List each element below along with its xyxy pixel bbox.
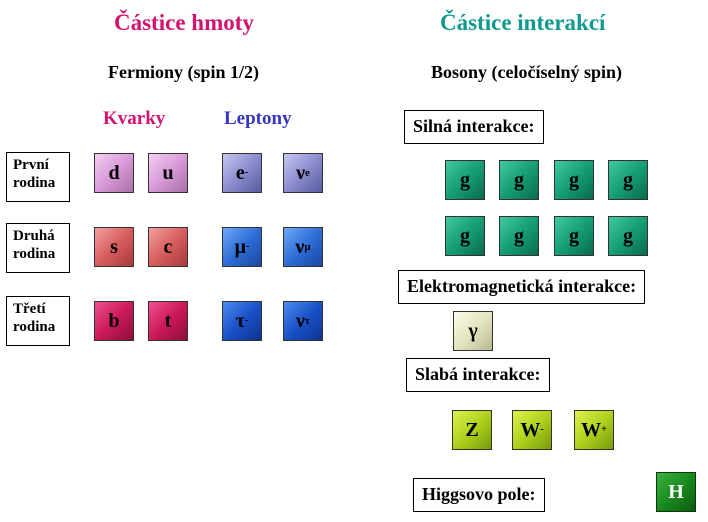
muon-tile: μ- [222, 227, 262, 267]
charm-quark-tile: c [148, 227, 188, 267]
down-quark-tile: d [94, 153, 134, 193]
gluon-tile: g [445, 160, 485, 200]
higgs-field-label: Higgsovo pole: [413, 478, 545, 512]
bottom-quark-tile: b [94, 301, 134, 341]
w-minus-boson-tile: W- [512, 410, 552, 450]
matter-title: Částice hmoty [114, 10, 254, 35]
gluon-tile: g [499, 216, 539, 256]
z-boson-tile: Z [452, 410, 492, 450]
photon-tile: γ [453, 311, 493, 351]
gluon-tile: g [554, 160, 594, 200]
higgs-boson-tile: H [656, 472, 696, 512]
strong-interaction-label: Silná interakce: [404, 110, 544, 144]
bosons-subtitle: Bosony (celočíselný spin) [431, 62, 623, 82]
up-quark-tile: u [148, 153, 188, 193]
w-plus-boson-tile: W+ [574, 410, 614, 450]
weak-interaction-label: Slabá interakce: [406, 358, 550, 392]
strange-quark-tile: s [94, 227, 134, 267]
quarks-header: Kvarky [103, 108, 166, 129]
gluon-tile: g [499, 160, 539, 200]
leptons-header: Leptony [224, 108, 292, 129]
gluon-tile: g [554, 216, 594, 256]
top-quark-tile: t [148, 301, 188, 341]
gluon-tile: g [445, 216, 485, 256]
tau-tile: τ- [222, 301, 262, 341]
gluon-tile: g [608, 160, 648, 200]
interaction-title: Částice interakcí [440, 10, 606, 35]
gluon-tile: g [608, 216, 648, 256]
electromagnetic-interaction-label: Elektromagnetická interakce: [398, 270, 646, 304]
fermions-subtitle: Fermiony (spin 1/2) [108, 62, 259, 82]
electron-tile: e- [222, 153, 262, 193]
